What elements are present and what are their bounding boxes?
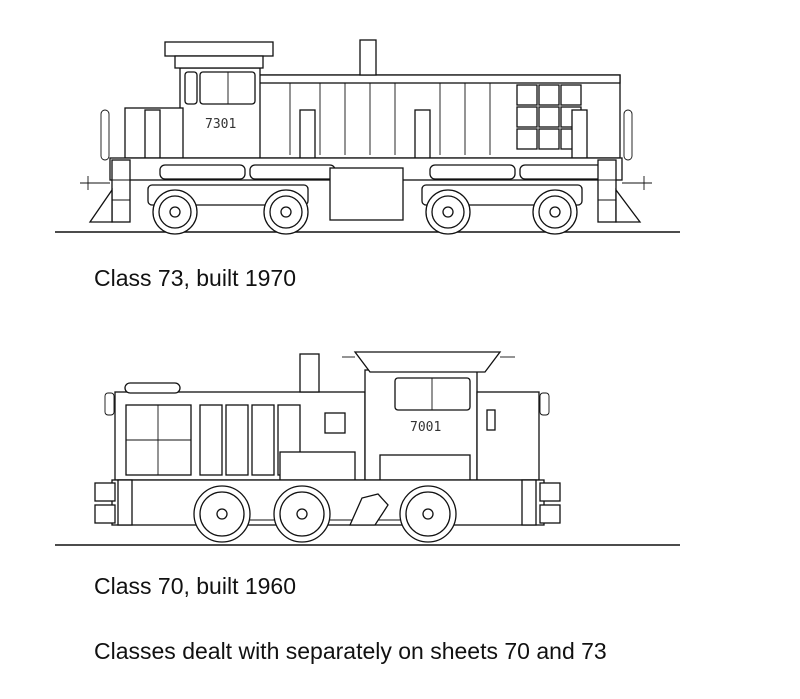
class-70-locomotive: 7001 <box>55 351 680 546</box>
jackshaft-crank <box>348 493 389 526</box>
radiator-grille <box>516 84 582 150</box>
driving-wheels <box>193 485 457 543</box>
hood-dome <box>124 382 181 394</box>
class-73-caption: Class 73, built 1970 <box>94 265 297 291</box>
cab-window <box>394 377 471 411</box>
sheets-note: Classes dealt with separately on sheets … <box>94 638 607 664</box>
hood-doors <box>289 83 491 155</box>
short-hood <box>476 391 540 481</box>
fuel-tank <box>329 167 404 221</box>
cab-window <box>199 71 256 105</box>
exhaust-stack <box>359 39 377 76</box>
front-bogie <box>147 184 309 235</box>
number-plate: 7001 <box>410 420 441 435</box>
class-73-locomotive: 7301 <box>55 39 680 235</box>
cab-side-window <box>184 71 198 105</box>
cab-roof <box>353 351 502 373</box>
rear-bogie <box>421 184 583 235</box>
cab-roof <box>164 41 274 57</box>
exhaust-stack <box>299 353 320 393</box>
number-plate: 7301 <box>205 117 236 132</box>
handrail-stanchions <box>144 109 588 159</box>
class-70-caption: Class 70, built 1960 <box>94 573 297 599</box>
